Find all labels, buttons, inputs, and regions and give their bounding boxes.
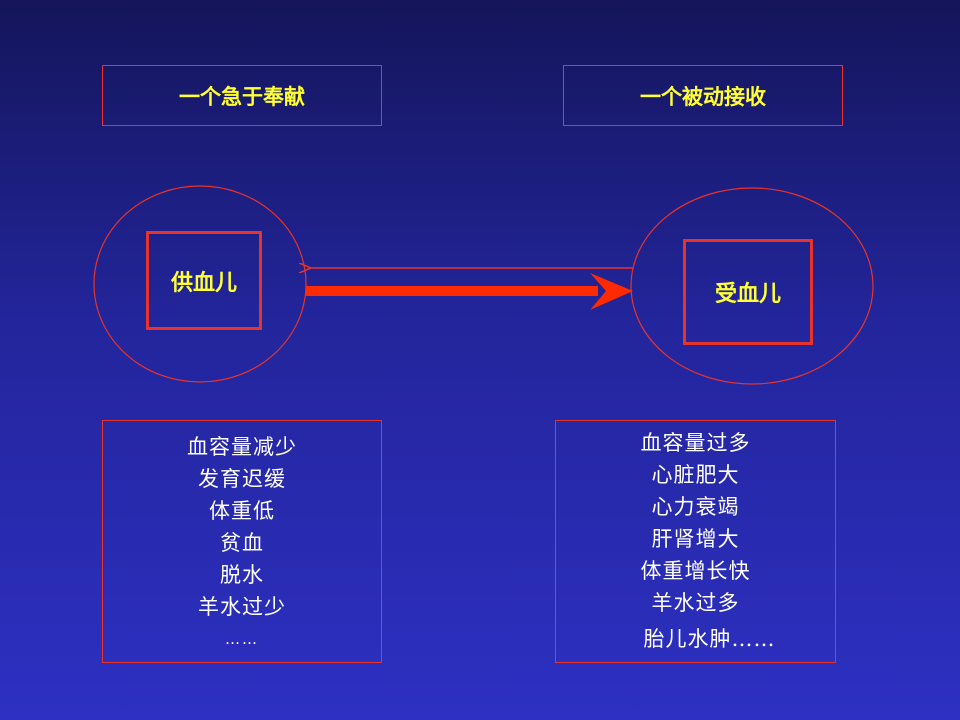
list-item: 羊水过多 xyxy=(651,591,740,615)
list-item: 血容量减少 xyxy=(187,435,297,459)
list-item: …… xyxy=(225,630,259,648)
list-item: 体重低 xyxy=(209,499,275,523)
donor-symptom-list: 血容量减少 发育迟缓 体重低 贫血 脱水 羊水过少 …… xyxy=(102,420,382,663)
donor-label-box: 供血儿 xyxy=(146,231,262,330)
recipient-circle xyxy=(630,187,874,385)
list-item: 心力衰竭 xyxy=(651,495,740,519)
donor-circle xyxy=(93,185,307,383)
list-item: 心脏肥大 xyxy=(651,463,740,487)
list-item: 肝肾增大 xyxy=(651,527,740,551)
list-item: 羊水过少 xyxy=(198,595,286,619)
list-item: 贫血 xyxy=(220,531,264,555)
list-item: 血容量过多 xyxy=(640,431,751,455)
transfer-arrow-head xyxy=(590,273,633,310)
transfer-arrow-shaft xyxy=(306,286,598,296)
list-item: 体重增长快 xyxy=(640,559,751,583)
donor-label: 供血儿 xyxy=(170,270,237,296)
recipient-title-box: 一个被动接收 xyxy=(563,65,843,126)
list-item: 胎儿水肿…… xyxy=(643,627,776,651)
recipient-label: 受血儿 xyxy=(714,282,781,307)
donor-title: 一个急于奉献 xyxy=(179,84,305,109)
list-item: 脱水 xyxy=(220,563,264,587)
donor-title-box: 一个急于奉献 xyxy=(102,65,382,126)
list-item: 发育迟缓 xyxy=(198,467,286,491)
recipient-title: 一个被动接收 xyxy=(640,84,766,109)
recipient-symptom-list: 血容量过多 心脏肥大 心力衰竭 肝肾增大 体重增长快 羊水过多 胎儿水肿…… xyxy=(555,420,836,663)
recipient-label-box: 受血儿 xyxy=(683,239,813,345)
